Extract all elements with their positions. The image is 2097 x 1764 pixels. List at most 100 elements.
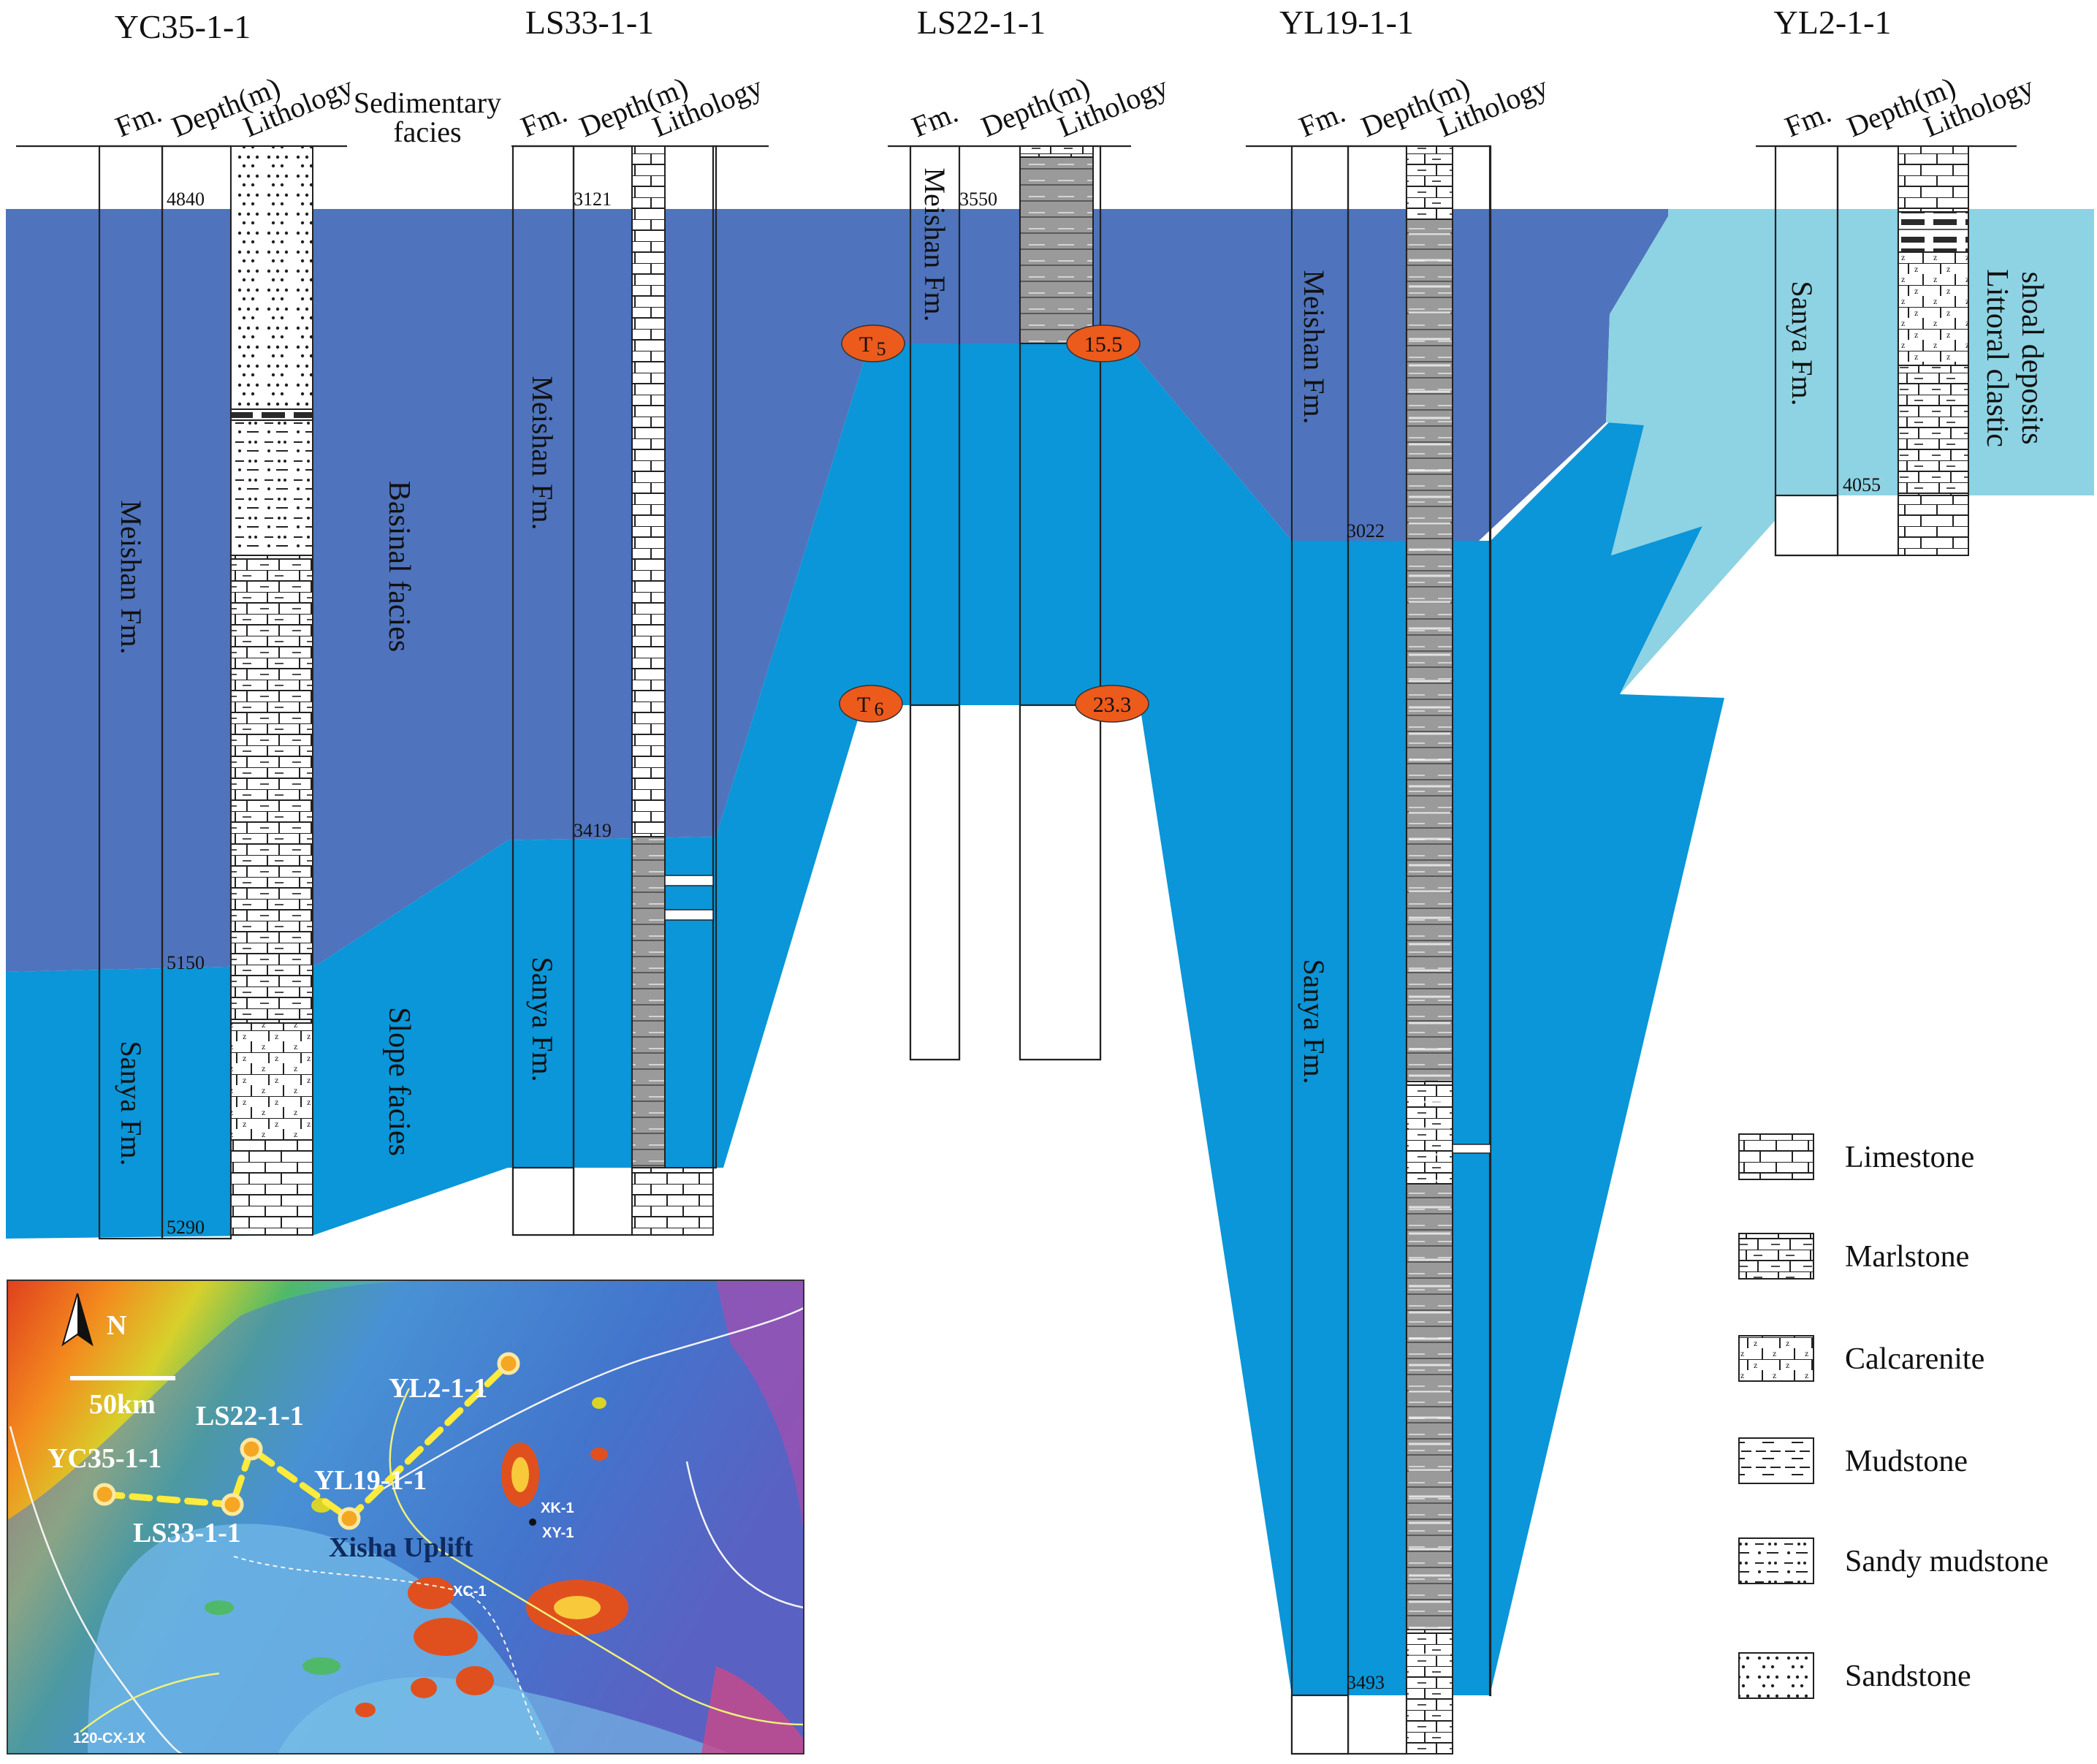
lithology-tab [664, 909, 714, 921]
horizon-t6-label: T [857, 693, 870, 717]
littoral-shoal-fill [1606, 209, 2094, 694]
headers: YC35-1-1 LS33-1-1 LS22-1-1 YL19-1-1 YL2-… [115, 4, 1892, 45]
location-map: N 50km YC35-1-1 LS33-1-1 LS22-1-1 YL19-1… [7, 1280, 804, 1755]
legend-mudstone: Mudstone [1738, 1437, 1968, 1484]
slope-facies-label: Slope facies [382, 1007, 416, 1156]
map-well-dots [93, 1352, 536, 1530]
map-label-yc35: YC35-1-1 [47, 1443, 161, 1474]
map-label-120cx1x: 120-CX-1X [73, 1730, 146, 1746]
header-fm: Fm. [1295, 96, 1350, 143]
meishan-formation-fill [6, 209, 1668, 972]
map-label-yl19: YL19-1-1 [314, 1465, 427, 1496]
depth-yl2-boundary: 4055 [1843, 474, 1881, 495]
fm-ls33-meishan: Meishan Fm. [526, 376, 559, 530]
fm-yl19-sanya: Sanya Fm. [1298, 959, 1331, 1084]
north-arrow-icon: N [61, 1293, 126, 1347]
lithology-interval [230, 408, 313, 421]
depth-ls22-top: 3550 [959, 189, 997, 210]
lithology-tab [1452, 1144, 1491, 1154]
lithology-interval [1898, 251, 1969, 366]
sanya-formation-fill [6, 343, 1724, 1695]
horizon-t6: T 6 [839, 685, 903, 723]
basinal-facies-label: Basinal facies [382, 481, 416, 652]
lithology-interval [230, 1022, 313, 1141]
fm-ls22-meishan: Meishan Fm. [918, 167, 951, 322]
map-label-xisha: Xisha Uplift [329, 1532, 473, 1563]
horizon-markers: T 5 15.5 T 6 23.3 [839, 324, 1149, 723]
legend-limestone: Limestone [1738, 1133, 1974, 1180]
horizon-t6-age: 23.3 [1075, 685, 1149, 723]
fm-yc35-meishan: Meishan Fm. [115, 500, 148, 654]
header-fm: Fm. [1781, 96, 1836, 143]
map-label-xy1: XY-1 [542, 1525, 574, 1541]
fm-yl19-meishan: Meishan Fm. [1298, 270, 1331, 424]
depth-yl19-boundary: 3022 [1347, 520, 1385, 541]
well-name-ls22: LS22-1-1 [917, 4, 1046, 41]
depth-yc35-bottom: 5290 [167, 1217, 205, 1238]
strata [6, 209, 2094, 1695]
formation-labels: Meishan Fm. Sanya Fm. Meishan Fm. Sanya … [115, 167, 1819, 1166]
legend-sandstone: Sandstone [1738, 1652, 1971, 1699]
map-label-yl2: YL2-1-1 [389, 1373, 487, 1404]
depth-yl19-bottom: 3493 [1347, 1672, 1385, 1693]
lithology-interval [1898, 145, 1969, 213]
lithology-tab [664, 875, 714, 886]
legend-swatch-limestone [1738, 1133, 1814, 1180]
lithology-interval [631, 145, 666, 837]
map-label-ls22: LS22-1-1 [196, 1401, 304, 1432]
sedimentary-facies-label-2: facies [393, 115, 461, 148]
lithology-interval [631, 1167, 714, 1236]
header-fm: Fm. [907, 96, 963, 143]
legend-label-mudstone: Mudstone [1845, 1445, 1968, 1478]
column-frame [1488, 145, 1492, 1697]
fm-yl2-sanya: Sanya Fm. [1786, 281, 1819, 406]
sedimentary-facies-header: Sedimentary facies [354, 86, 501, 148]
well-name-yl2: YL2-1-1 [1774, 4, 1892, 41]
north-label: N [107, 1310, 126, 1341]
horizon-t6-sub: 6 [875, 699, 884, 720]
legend-calcarenite: Calcarenite [1738, 1335, 1984, 1382]
depth-yc35-top: 4840 [167, 189, 205, 210]
lithology-interval [1406, 1629, 1453, 1755]
column-bottom [1774, 494, 1839, 557]
horizon-t5-age: 15.5 [1066, 324, 1141, 362]
lithology-interval [230, 555, 313, 1024]
lithology-interval [1019, 156, 1094, 344]
littoral-facies-label-2: shoal deposits [2015, 272, 2049, 445]
legend-label-sandstone: Sandstone [1845, 1660, 1971, 1693]
legend-label-limestone: Limestone [1845, 1141, 1974, 1174]
horizon-t5: T 5 [841, 324, 905, 362]
lithology-interval [631, 836, 666, 1168]
column-bottom [909, 704, 961, 1061]
lithology-interval [1019, 145, 1094, 158]
header-fm: Fm. [111, 96, 167, 143]
legend-sandy-mudstone: Sandy mudstone [1738, 1537, 2049, 1584]
legend-swatch-calcarenite [1738, 1335, 1814, 1382]
littoral-facies-label-1: Littoral clastic [1980, 269, 2014, 447]
lithology-interval [1406, 145, 1453, 220]
well-name-ls33: LS33-1-1 [525, 4, 654, 41]
legend-swatch-sandstone [1738, 1652, 1814, 1699]
scale-label: 50km [89, 1389, 156, 1420]
map-label-xc1: XC-1 [453, 1584, 487, 1600]
well-columns [16, 145, 2017, 1755]
sedimentary-facies-label-1: Sedimentary [354, 86, 501, 119]
lithology-interval [230, 419, 313, 556]
column-bottom [1290, 1694, 1350, 1755]
legend-marlstone: Marlstone [1738, 1233, 1969, 1280]
well-name-yc35: YC35-1-1 [115, 8, 251, 45]
lithology-interval [230, 1139, 313, 1236]
header-fm: Fm. [517, 96, 572, 143]
column-frame [712, 145, 718, 1169]
legend-label-sandy-mudstone: Sandy mudstone [1845, 1545, 2049, 1578]
fm-yc35-sanya: Sanya Fm. [115, 1041, 148, 1166]
legend-swatch-sandy-mudstone [1738, 1537, 1814, 1584]
depth-labels: 4840 5150 5290 3121 3419 3550 3022 3493 … [167, 189, 1881, 1693]
legend: Limestone Marlstone Calcarenite Mudstone… [1738, 1133, 2049, 1699]
lithology-interval [1898, 211, 1969, 253]
depth-yc35-boundary: 5150 [167, 952, 205, 973]
scale-bar: 50km [70, 1376, 175, 1420]
facies-labels: Basinal facies Slope facies Littoral cla… [382, 269, 2049, 1156]
column-bottom [1019, 704, 1102, 1061]
